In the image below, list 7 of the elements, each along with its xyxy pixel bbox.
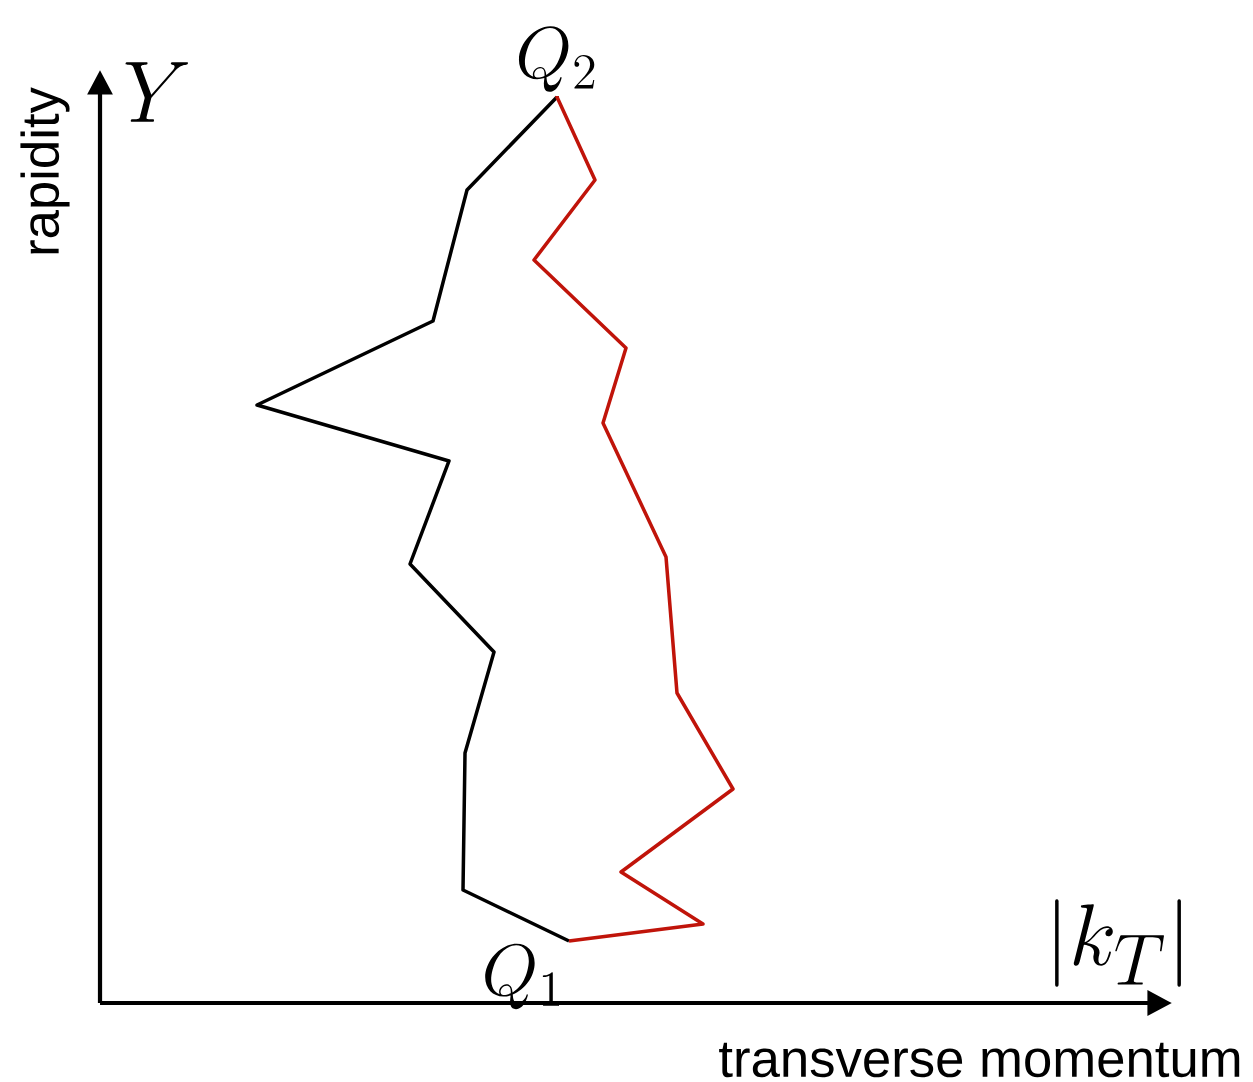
zigzag-path bbox=[532, 95, 735, 943]
endpoint-label: $Q_2$ bbox=[518, 26, 595, 92]
axis-label: $|k_T|$ bbox=[1055, 899, 1181, 987]
axis-label: rapidity bbox=[20, 87, 70, 254]
axis-label: $Y$ bbox=[125, 62, 188, 122]
axis-label: transverse momentum bbox=[719, 1042, 1240, 1078]
zigzag-path bbox=[255, 94, 570, 943]
